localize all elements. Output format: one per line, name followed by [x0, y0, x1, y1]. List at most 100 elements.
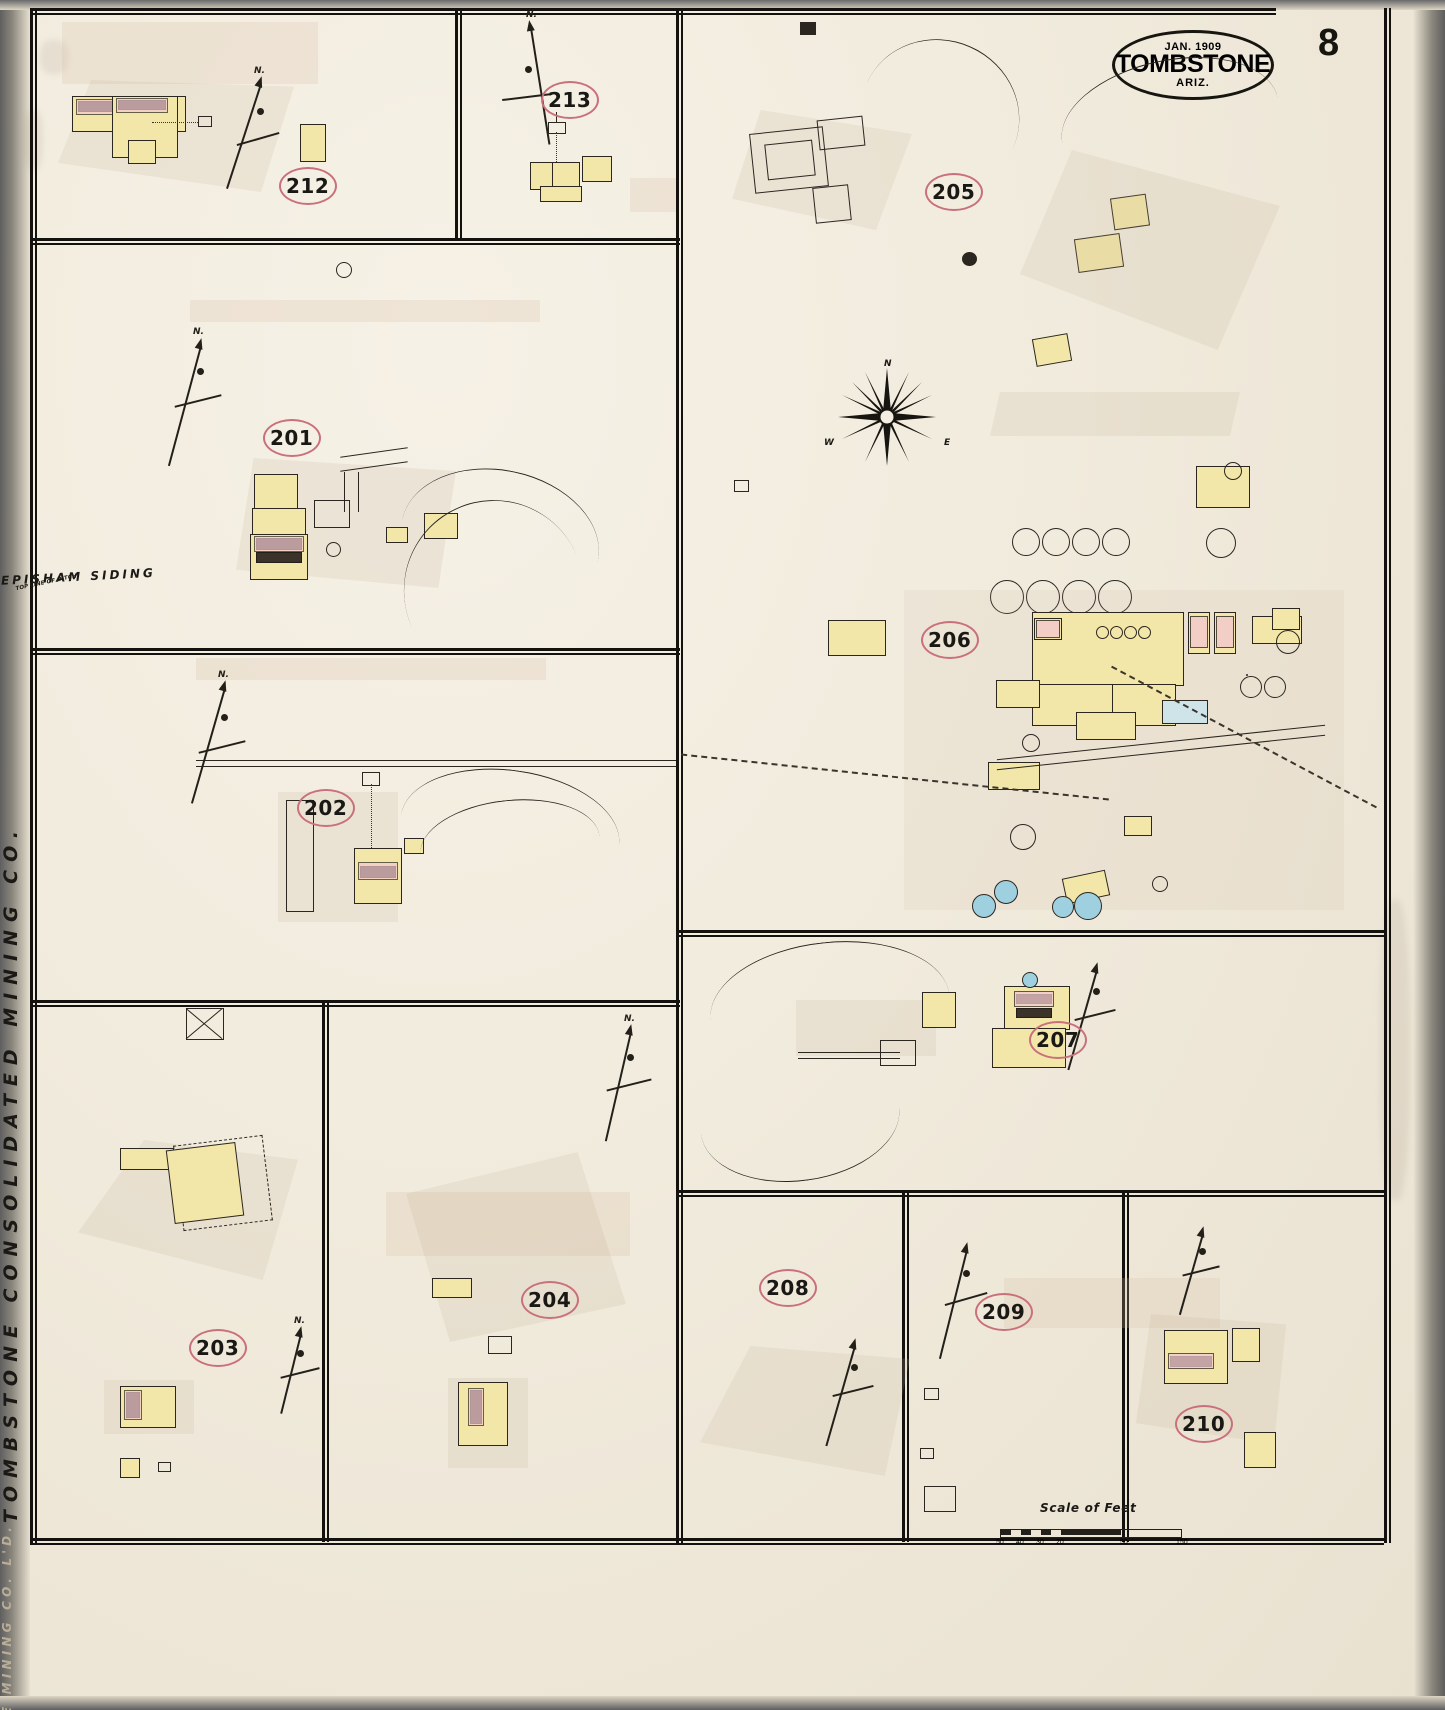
- tank: [1264, 676, 1286, 698]
- shaft-symbol: [548, 122, 566, 134]
- building: [924, 1486, 956, 1512]
- north-arrow: N.: [490, 10, 570, 145]
- block-202-title-1: BUNKER HILL MINING CO.: [0, 457, 723, 475]
- building: [880, 1040, 916, 1066]
- tank: [1012, 528, 1040, 556]
- building-detail: [1216, 616, 1234, 648]
- block-rule: [322, 1000, 329, 1542]
- block-number-203: 203: [188, 1329, 247, 1367]
- north-arrow: [1172, 1225, 1232, 1316]
- building: [816, 115, 866, 151]
- building: [488, 1336, 512, 1354]
- building: [186, 1008, 224, 1040]
- building: [812, 184, 852, 224]
- block-203-location: LOC: 1 MILE S. OF TOWN.: [0, 642, 723, 658]
- tank: [994, 880, 1018, 904]
- title-stamp: JAN. 1909 TOMBSTONE ARIZ.: [1112, 30, 1274, 100]
- north-arrow: [1060, 961, 1130, 1072]
- block-rule: [30, 238, 680, 245]
- shaft-symbol: [734, 480, 749, 492]
- block-rule: [676, 1538, 1384, 1545]
- rail-line: [196, 760, 676, 762]
- compass-w: W: [824, 438, 835, 448]
- survey-marker: [1152, 876, 1168, 892]
- block-204-location: Loc. 1½ miles S. of Town.: [0, 762, 723, 775]
- block-213-location: Loc.: 1 MILE S.W. OF TOWN.: [0, 216, 723, 229]
- building: [1272, 608, 1300, 630]
- building-detail: [256, 552, 302, 563]
- block-rule: [1122, 1190, 1129, 1542]
- building-detail: [1036, 620, 1060, 638]
- building: [300, 124, 326, 162]
- tank-symbol: [1224, 462, 1242, 480]
- rail-line: [798, 1052, 900, 1054]
- building-detail: [1168, 1353, 1214, 1369]
- building: [314, 500, 350, 528]
- tank-symbol: [1022, 734, 1040, 752]
- tank: [1072, 528, 1100, 556]
- building: [582, 156, 612, 182]
- scale-tick: 30: [1036, 1539, 1044, 1546]
- block-204-note-1: NOT IN OPERATION FEB. 1931.: [0, 746, 723, 754]
- scale-tick: 50: [996, 1539, 1004, 1546]
- block-201-location: Located ½ mile S.E. of Court Ho.: [0, 337, 723, 352]
- block-rule: [30, 8, 37, 1543]
- vertical-street-ghost: BUNKER HILL MINING & TOMBSTONE MINING CO…: [0, 1523, 14, 1710]
- tank: [972, 894, 996, 918]
- block-204-title-2: LUCKY CUSS HOIST: [0, 730, 723, 746]
- block-201-title-2: SILVER THREAD HOIST: [0, 313, 723, 329]
- block-rule: [30, 648, 680, 655]
- block-number-202: 202: [296, 789, 355, 827]
- north-arrow: N.: [268, 1316, 328, 1416]
- tank-symbol: [1110, 626, 1123, 639]
- paper-edge-left: [0, 0, 30, 1710]
- road-line: [358, 472, 360, 512]
- shaft-symbol: [800, 22, 816, 35]
- block-213-note-1: FUEL: COAL. - CITY WATER. - NO LIGHTS.: [0, 208, 723, 216]
- building: [432, 1278, 472, 1298]
- block-202-note-1: OPERATED OCCASIONALLY BY LESSEES.: [0, 475, 723, 483]
- block-rule: [30, 1538, 680, 1545]
- north-arrow: [932, 1241, 1002, 1362]
- tank: [1042, 528, 1070, 556]
- stamp-city: TOMBSTONE: [1115, 50, 1271, 79]
- block-rule: [676, 8, 1276, 15]
- building: [1232, 1328, 1260, 1362]
- building: [386, 527, 408, 543]
- tank-symbol: [326, 542, 341, 557]
- stamp-state: ARIZ.: [1176, 76, 1210, 89]
- scale-tick: 20: [1056, 1539, 1064, 1546]
- building: [128, 140, 156, 164]
- road-line: [344, 472, 346, 512]
- paste-patch: [630, 178, 676, 212]
- building: [1244, 1432, 1276, 1468]
- building: [254, 474, 298, 510]
- shaft-symbol: [158, 1462, 171, 1472]
- block-number-206: 206: [920, 621, 979, 659]
- block-number-208: 208: [758, 1269, 817, 1307]
- block-201-note-2: FUEL: COAL. - LIGHTS: COAL OIL. -: [0, 329, 723, 337]
- paste-patch: [386, 1192, 630, 1256]
- scale-caption: Scale of Feet: [1040, 1501, 1137, 1515]
- tank-symbol: [1096, 626, 1109, 639]
- block-204-title-1: BUNKER HILL MINING CO.: [0, 715, 723, 730]
- scale-tick: 40: [1016, 1539, 1024, 1546]
- building-detail: [1016, 1008, 1052, 1018]
- block-rule: [30, 1000, 680, 1007]
- shaft-symbol: [920, 1448, 934, 1459]
- rail-line: [798, 1058, 900, 1060]
- building: [828, 620, 886, 656]
- tank: [1102, 528, 1130, 556]
- building-detail: [1014, 991, 1054, 1007]
- block-rule: [902, 1190, 909, 1542]
- shaft-line: [556, 132, 558, 162]
- block-rule: [1384, 8, 1391, 1543]
- block-rule: [676, 930, 1384, 937]
- block-213-title-1: HERSHEL MINING CO'S: [0, 179, 723, 194]
- block-rule: [676, 8, 683, 1543]
- building: [424, 513, 458, 539]
- building: [922, 992, 956, 1028]
- block-203-title-1: OLD GUARD MINING CO. L'D.: [0, 610, 723, 626]
- building: [404, 838, 424, 854]
